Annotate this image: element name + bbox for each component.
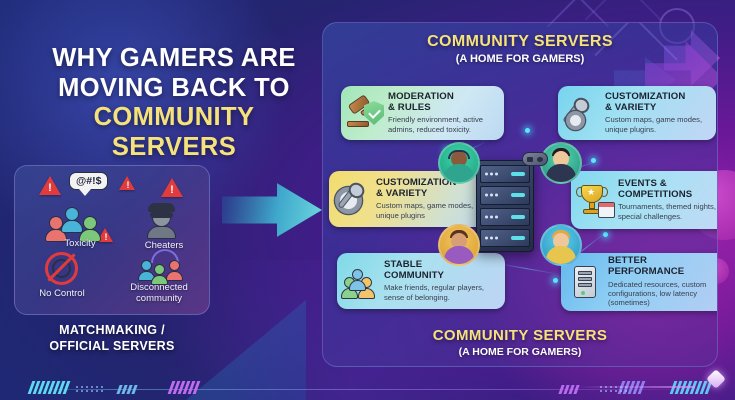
hud-line bbox=[30, 389, 709, 390]
server-blade bbox=[480, 186, 530, 205]
hud-slash-group bbox=[27, 381, 71, 394]
card-title-line-1: STABLE bbox=[384, 259, 423, 271]
caption-line-2: OFFICIAL SERVERS bbox=[49, 339, 175, 353]
feature-card-better-performance[interactable]: BETTER PERFORMANCE Dedicated resources, … bbox=[561, 253, 717, 311]
gamer-avatar-bottom-left bbox=[438, 224, 480, 266]
server-blade bbox=[480, 207, 530, 226]
card-description: Make friends, regular players, sense of … bbox=[384, 283, 485, 302]
warning-triangle-icon bbox=[39, 176, 61, 195]
gamer-avatar-top-left bbox=[438, 142, 480, 184]
card-title-line-1: MODERATION bbox=[388, 91, 454, 103]
card-description: Friendly environment, active admins, red… bbox=[388, 115, 483, 134]
title-line-1: WHY GAMERS ARE bbox=[52, 44, 296, 72]
gamepad-icon bbox=[522, 152, 548, 166]
server-tower-icon bbox=[567, 264, 603, 300]
server-rack-illustration bbox=[476, 160, 534, 252]
disconnected-community-icon bbox=[138, 249, 189, 285]
wrench-gear-icon bbox=[562, 95, 600, 131]
card-title-line-2: PERFORMANCE bbox=[608, 266, 685, 278]
feature-card-events[interactable]: EVENTS & COMPETITIONS Tournaments, theme… bbox=[571, 171, 717, 229]
label-cheaters: Cheaters bbox=[144, 240, 184, 251]
label-toxicity: Toxicity bbox=[64, 238, 96, 249]
warning-triangle-icon bbox=[161, 178, 183, 197]
no-control-prohibited-icon bbox=[45, 252, 78, 285]
bottom-hud-strip bbox=[0, 366, 735, 400]
matchmaking-caption: MATCHMAKING / OFFICIAL SERVERS bbox=[14, 322, 210, 354]
card-title-line-2: & VARIETY bbox=[605, 101, 657, 113]
toxic-speech-bubble: @#!$ bbox=[69, 172, 109, 196]
label-no-control: No Control bbox=[39, 288, 85, 299]
feature-card-stable-community[interactable]: STABLE COMMUNITY Make friends, regular p… bbox=[337, 253, 505, 309]
warning-triangle-icon bbox=[119, 176, 135, 190]
card-description: Tournaments, themed nights, special chal… bbox=[618, 202, 716, 221]
caption-line-1: MATCHMAKING / bbox=[59, 323, 165, 337]
gavel-shield-icon bbox=[347, 94, 384, 131]
hud-dot-grid bbox=[76, 386, 104, 392]
hud-slash-group bbox=[116, 385, 138, 394]
panel-footer: COMMUNITY SERVERS (A HOME FOR GAMERS) bbox=[323, 327, 717, 358]
panel-footer-title: COMMUNITY SERVERS bbox=[432, 327, 608, 344]
trophy-calendar-icon bbox=[576, 182, 615, 218]
panel-header-title: COMMUNITY SERVERS bbox=[427, 33, 613, 50]
card-title-line-1: EVENTS & bbox=[618, 178, 667, 190]
title-accent-line: COMMUNITY SERVERS bbox=[93, 103, 255, 161]
gamer-avatar-bottom-right bbox=[540, 224, 582, 266]
panel-header-subtitle: (A HOME FOR GAMERS) bbox=[455, 53, 585, 65]
hud-bar bbox=[575, 386, 695, 388]
card-title-line-2: & RULES bbox=[388, 101, 431, 113]
matchmaking-problems-panel: @#!$ bbox=[14, 165, 210, 315]
card-description: Custom maps, game modes, unique plugins. bbox=[605, 115, 703, 134]
card-description: Custom maps, game modes, unique plugins bbox=[376, 201, 474, 220]
server-blade bbox=[480, 165, 530, 184]
gamer-avatar-top-right bbox=[540, 142, 582, 184]
server-blade bbox=[480, 228, 530, 247]
feature-card-customization-top[interactable]: CUSTOMIZATION & VARIETY Custom maps, gam… bbox=[558, 86, 716, 140]
page-title: WHY GAMERS ARE MOVING BACK TO COMMUNITY … bbox=[28, 44, 320, 162]
panel-header: COMMUNITY SERVERS (A HOME FOR GAMERS) bbox=[323, 33, 717, 65]
card-description: Dedicated resources, custom configuratio… bbox=[608, 279, 707, 308]
title-line-2: MOVING BACK TO bbox=[58, 73, 290, 102]
card-title-line-1: BETTER bbox=[608, 255, 647, 267]
gear-wrench-icon bbox=[335, 181, 371, 217]
card-title-line-2: COMMUNITY bbox=[384, 269, 445, 281]
panel-footer-subtitle: (A HOME FOR GAMERS) bbox=[458, 346, 582, 358]
card-title-line-1: CUSTOMIZATION bbox=[376, 177, 457, 189]
warning-triangle-icon bbox=[97, 228, 113, 242]
label-disconnected-community: Disconnected community bbox=[130, 282, 188, 305]
card-title-line-1: CUSTOMIZATION bbox=[605, 91, 686, 103]
cheater-hacker-icon bbox=[145, 202, 179, 239]
feature-card-moderation[interactable]: MODERATION & RULES Friendly environment,… bbox=[341, 86, 504, 140]
card-title-line-2: & VARIETY bbox=[376, 187, 428, 199]
toxic-players-icon bbox=[45, 204, 111, 242]
people-group-icon bbox=[341, 263, 379, 299]
hud-slash-group bbox=[167, 381, 201, 394]
card-title-line-2: COMPETITIONS bbox=[618, 188, 693, 200]
